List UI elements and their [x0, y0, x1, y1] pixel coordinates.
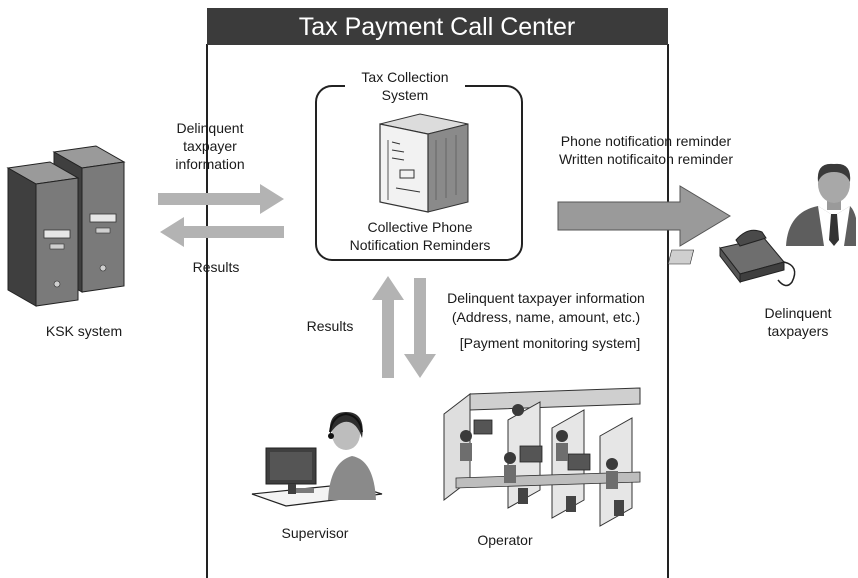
operator-booths-icon [443, 387, 641, 527]
ksk-results-label: Results [193, 259, 240, 275]
arrow-up-to-system [372, 276, 404, 378]
ksk-out-line3: information [175, 156, 244, 172]
center-info-line2: (Address, name, amount, etc.) [452, 309, 640, 325]
ksk-system-label: KSK system [46, 323, 122, 339]
system-title-line1: Tax Collection [361, 69, 448, 85]
header-bar [207, 8, 668, 45]
operator-label: Operator [477, 532, 533, 548]
system-caption-line2: Notification Reminders [350, 237, 491, 253]
supervisor-icon [251, 412, 383, 507]
ksk-data-arrows [158, 184, 284, 247]
taxpayers-line2: taxpayers [768, 323, 829, 339]
system-title-line2: System [382, 87, 429, 103]
taxpayers-line1: Delinquent [765, 305, 832, 321]
call-center-frame: Tax Payment Call Center [206, 8, 669, 578]
operator-data-arrows [372, 276, 436, 378]
taxpayer-person-icon [786, 163, 856, 246]
notification-line1: Phone notification reminder [561, 133, 732, 149]
tax-collection-system: Tax Collection System Collective Phone N… [315, 68, 523, 261]
ksk-out-line1: Delinquent [177, 120, 244, 136]
notification-arrow [557, 185, 731, 247]
center-info-line3: [Payment monitoring system] [460, 335, 641, 351]
supervisor-label: Supervisor [282, 525, 349, 541]
telephone-icon [667, 229, 796, 287]
ksk-out-line2: taxpayer [183, 138, 237, 154]
mainframe-server-icon [379, 113, 469, 213]
center-info-line1: Delinquent taxpayer information [447, 290, 645, 306]
system-caption-line1: Collective Phone [367, 219, 472, 235]
notification-line2: Written notificaiton reminder [559, 151, 733, 167]
ksk-server-icon [6, 145, 126, 307]
arrow-right-to-system [158, 184, 284, 214]
arrow-left-to-ksk [160, 217, 284, 247]
arrow-down-to-operators [404, 278, 436, 378]
center-results-label: Results [307, 318, 354, 334]
page-title: Tax Payment Call Center [299, 13, 576, 41]
